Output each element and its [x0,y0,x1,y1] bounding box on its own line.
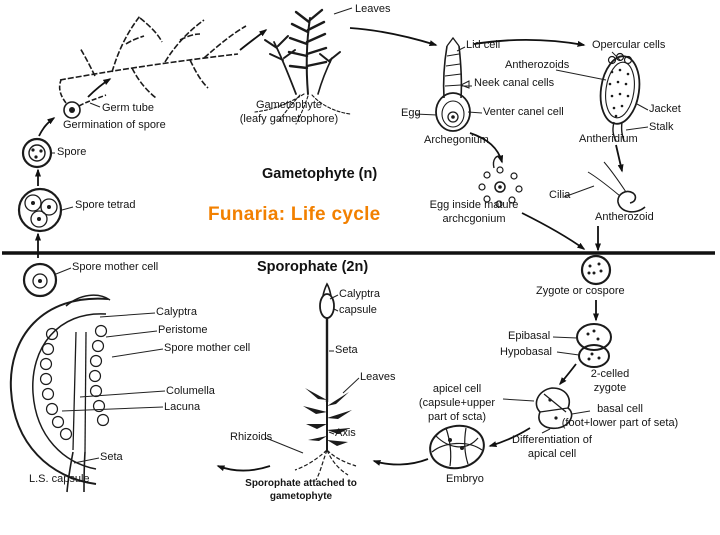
ls-capsule-drawing [9,294,111,493]
label-spore: Spore [57,146,87,158]
label-peristome: Peristome [158,324,208,336]
sporophyte-drawing [294,282,357,481]
zygote-drawing [580,254,612,286]
label-stalk: Stalk [649,121,674,133]
label-columella: Columella [166,385,215,397]
two-celled-zygote-drawing [576,323,612,368]
label-leaves-sporophyte: Leaves [360,371,396,383]
spore-mother-cell-drawing [22,262,58,298]
antheridium-drawing [599,52,641,142]
label-venter-canal-cell: Venter canel cell [483,106,564,118]
label-antherozoids: Antherozoids [505,59,570,71]
leader-lines [51,7,649,464]
embryo-drawing [429,424,485,470]
spore-tetrad-drawing [17,187,63,233]
label-seta-sporophyte: Seta [335,344,358,356]
label-differentiation: Differentiation of apical cell [512,434,592,460]
label-axis: Axis [335,427,356,439]
apical-cell-drawing [535,387,573,430]
label-opercular-cells: Opercular cells [592,39,666,51]
label-archegonium: Archegonium [424,134,489,146]
label-neck-canal-cells: Neek canal cells [474,77,555,89]
label-seta-ls: Seta [100,451,123,463]
label-ls-capsule: L.S. capsule [29,473,90,485]
label-hypobasal: Hypobasal [500,346,552,358]
label-embryo: Embryo [446,473,484,485]
label-leaves-top: Leaves [355,3,391,15]
label-apical-cell: apicel cell (capsule+upper part of scta) [418,383,496,423]
gametophyte-drawing [254,8,351,125]
label-germ-tube: Germ tube [102,102,154,114]
label-lid-cell: Lid cell [466,39,501,51]
label-epibasal: Epibasal [508,330,551,342]
label-antheridium: Antheridium [579,133,638,145]
germination-drawing [58,79,107,119]
label-zygote: Zygote or cospore [536,285,625,297]
label-gametophyte-caption: Gametophyte (leafy gametophore) [239,99,339,125]
egg-inside-drawing [478,155,523,208]
label-jacket: Jacket [649,103,681,115]
label-spore-mother-cell-ls: Spore mother cell [164,342,251,354]
label-calyptra-sporophyte: Calyptra [339,288,380,300]
archegonium-drawing [435,36,471,132]
label-spore-tetrad: Spore tetrad [75,199,136,211]
protonema-drawing [59,15,247,99]
section-sporophyte: Sporophate (2n) [257,259,369,275]
label-calyptra-ls: Calyptra [156,306,197,318]
label-two-celled-zygote: 2-celled zygote [590,368,630,394]
label-egg-inside-archegonium: Egg inside mature archcgonium [429,199,519,225]
label-sporophyte-attached: Sporophate attached to gametophyte [245,478,357,502]
diagram-title: Funaria: Life cycle [208,204,381,225]
antherozoid-drawing [587,161,646,213]
label-antherozoid: Antherozoid [595,211,654,223]
spore-drawing [21,137,53,169]
label-rhizoids: Rhizoids [230,431,273,443]
label-basal-cell: basal cell (foot+lower part of seta) [561,403,679,429]
label-spore-mother-cell: Spore mother cell [72,261,159,273]
label-cilia: Cilia [549,189,571,201]
label-lacuna: Lacuna [164,401,201,413]
label-capsule: capsule [339,304,377,316]
label-germination-of-spore: Germination of spore [63,119,166,131]
cycle-arrows [35,27,624,472]
section-gametophyte: Gametophyte (n) [262,166,378,182]
label-egg: Egg [401,107,421,119]
